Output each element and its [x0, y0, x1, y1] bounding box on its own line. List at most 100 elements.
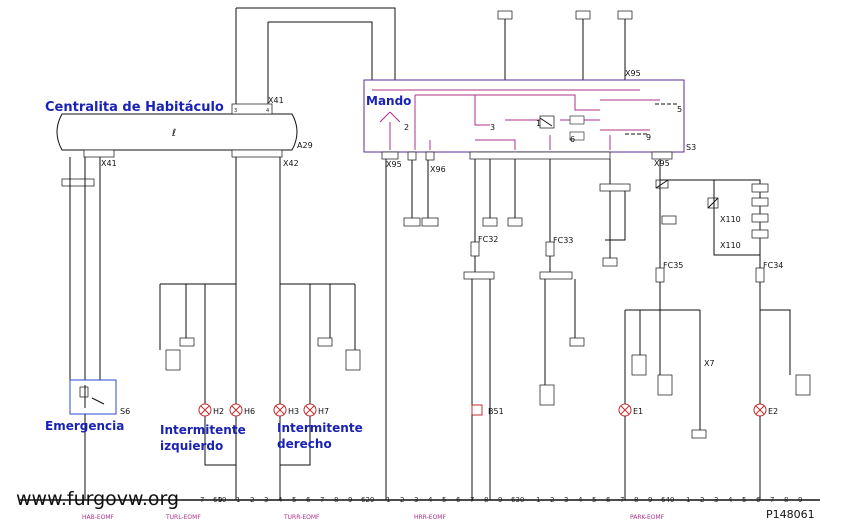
bus-digit: 9: [798, 496, 802, 504]
x41-top-label: X41: [268, 96, 284, 105]
bus-digit: 1: [386, 496, 390, 504]
bottom-tag: PARK-EOMF: [630, 514, 665, 521]
fc34-label: FC34: [763, 261, 783, 270]
e2-label: E2: [768, 407, 778, 416]
bus-numbers: 7 9 610 1 2 3 4 5 6 7 8 9 620 1 2 3 4 5 …: [200, 496, 802, 504]
bus-digit: 5: [442, 496, 446, 504]
bus-section-630: 630: [511, 496, 524, 504]
bottom-tag: TURL-EOMF: [165, 514, 201, 521]
switch-number-6: 6: [570, 135, 575, 144]
left-indicator-line1: Intermitente: [160, 423, 246, 437]
bus-digit: 2: [250, 496, 254, 504]
center-branches: [385, 159, 631, 500]
bus-digit: 8: [784, 496, 788, 504]
x96-label: X96: [430, 165, 446, 174]
bottom-tag: TURR-EOMF: [283, 514, 320, 521]
bus-digit: 7: [200, 496, 204, 504]
h3-label: H3: [288, 407, 299, 416]
switch-number-1: 1: [536, 119, 541, 128]
x42-label: X42: [283, 159, 299, 168]
top-feed-wires: [235, 7, 633, 104]
switch-number-2: 2: [404, 123, 409, 132]
switch-number-3: 3: [490, 123, 495, 132]
cabin-unit-label: Centralita de Habitáculo: [45, 100, 224, 115]
x110-upper-label: X110: [720, 215, 741, 224]
svg-text:ℓ: ℓ: [172, 128, 176, 139]
right-branches: [618, 159, 811, 500]
x110-lower-label: X110: [720, 241, 741, 250]
bus-digit: 5: [592, 496, 596, 504]
bus-digit: 2: [700, 496, 704, 504]
bus-digit: 4: [578, 496, 583, 504]
bus-digit: 7: [320, 496, 324, 504]
bus-digit: 4: [428, 496, 433, 504]
switch-number-9: 9: [646, 133, 651, 142]
e1-label: E1: [633, 407, 643, 416]
bottom-tags: HAB-EOMF TURL-EOMF TURR-EOMF HRR-EOMF PA…: [82, 514, 665, 521]
left-indicator-line2: izquierdo: [160, 439, 223, 453]
bus-digit: 1: [536, 496, 540, 504]
bus-digit: 3: [564, 496, 568, 504]
bus-digit: 6: [456, 496, 461, 504]
bus-digit: 2: [400, 496, 404, 504]
bus-digit: 9: [498, 496, 502, 504]
x95-left-label: X95: [386, 160, 402, 169]
bus-section-610: 610: [213, 496, 226, 504]
emergency-branch: [61, 157, 117, 500]
bus-digit: 9: [648, 496, 652, 504]
bus-digit: 6: [606, 496, 611, 504]
fc35-label: FC35: [663, 261, 683, 270]
bottom-tag: HAB-EOMF: [82, 514, 115, 521]
right-indicator-branch: [273, 157, 361, 500]
s3-connector-strip: [381, 151, 673, 161]
bottom-tag: HRR-EOMF: [414, 514, 446, 521]
bus-digit: 3: [714, 496, 718, 504]
bus-digit: 8: [334, 496, 338, 504]
s6-label: S6: [120, 407, 130, 416]
bus-digit: 7: [470, 496, 474, 504]
x95-right-label: X95: [654, 159, 670, 168]
right-indicator-line1: Intermitente: [277, 421, 363, 435]
website-watermark: www.furgovw.org: [16, 488, 179, 510]
emergency-label: Emergencia: [45, 419, 124, 433]
bus-digit: 8: [634, 496, 638, 504]
right-indicator-line2: derecho: [277, 437, 332, 451]
bus-digit: 7: [770, 496, 774, 504]
x41-bottom-label: X41: [101, 159, 117, 168]
s3-label: S3: [686, 143, 696, 152]
drawing-number: P148061: [766, 508, 815, 521]
bus-digit: 3: [264, 496, 268, 504]
bus-digit: 9: [218, 496, 222, 504]
bus-digit: 5: [292, 496, 296, 504]
left-indicator-branch: [159, 157, 243, 500]
switch-number-5: 5: [677, 105, 682, 114]
x7-label: X7: [704, 359, 715, 368]
command-switch-s3: [363, 79, 685, 153]
h2-label: H2: [213, 407, 224, 416]
b51-label: B51: [488, 407, 504, 416]
bus-digit: 3: [414, 496, 418, 504]
x95-top-label: X95: [625, 69, 641, 78]
bus-digit: 1: [686, 496, 690, 504]
h6-label: H6: [244, 407, 255, 416]
bus-digit: 1: [236, 496, 240, 504]
bus-digit: 5: [742, 496, 746, 504]
bus-digit: 4: [278, 496, 283, 504]
cabin-unit-a29: 3 4 ℓ: [56, 103, 298, 158]
svg-text:4: 4: [266, 108, 269, 114]
bus-digit: 4: [728, 496, 733, 504]
bus-digit: 7: [620, 496, 624, 504]
bus-digit: 2: [550, 496, 554, 504]
command-label: Mando: [366, 94, 411, 108]
bus-digit: 9: [348, 496, 352, 504]
bus-digit: 6: [756, 496, 761, 504]
bus-section-640: 640: [661, 496, 674, 504]
fc33-label: FC33: [553, 236, 573, 245]
fc32-label: FC32: [478, 235, 498, 244]
h7-label: H7: [318, 407, 329, 416]
bus-digit: 6: [306, 496, 311, 504]
bus-digit: 8: [484, 496, 488, 504]
bus-section-620: 620: [361, 496, 374, 504]
a29-label: A29: [297, 141, 313, 150]
